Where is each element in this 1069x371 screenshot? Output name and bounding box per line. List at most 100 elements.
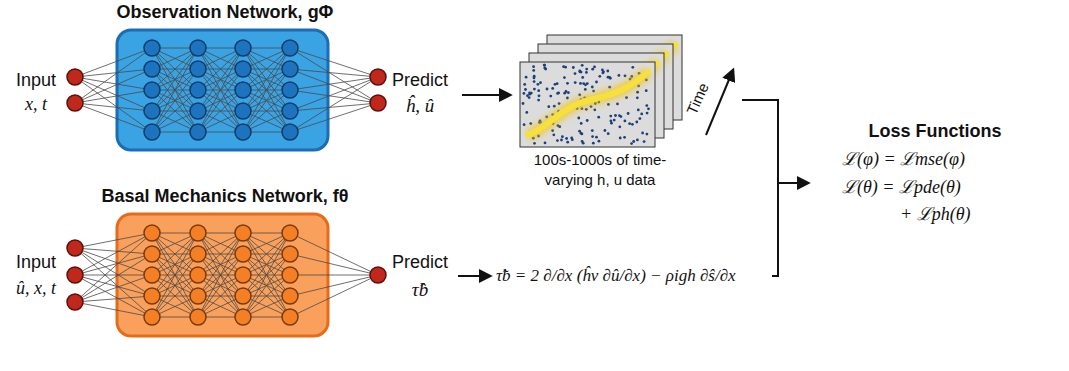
- data-dot: [586, 119, 589, 122]
- net-link: [290, 69, 378, 77]
- net-link: [243, 48, 290, 111]
- net-link: [152, 233, 198, 296]
- data-dot: [598, 140, 601, 143]
- data-dot: [580, 122, 583, 125]
- data-dot: [579, 70, 582, 73]
- data-dot: [537, 89, 540, 92]
- data-dot: [647, 107, 650, 110]
- data-dot: [533, 80, 536, 83]
- data-dot: [585, 68, 588, 71]
- neuron: [370, 95, 386, 111]
- neuron: [67, 240, 83, 256]
- neuron: [282, 246, 298, 262]
- data-dot: [543, 64, 546, 67]
- data-dot: [523, 92, 526, 95]
- glacier-band: [528, 72, 648, 135]
- data-dot: [528, 91, 531, 94]
- data-dot: [592, 142, 595, 145]
- neuron: [235, 40, 251, 56]
- data-dot: [525, 76, 528, 79]
- neuron: [67, 69, 83, 85]
- neuron: [190, 246, 206, 262]
- neuron: [190, 309, 206, 325]
- neuron: [144, 225, 160, 241]
- math-label: ℒ(φ) = ℒmse(φ): [842, 146, 965, 170]
- data-dot: [538, 94, 541, 97]
- net-link: [290, 77, 378, 90]
- data-dot: [618, 74, 621, 77]
- data-dot: [537, 83, 540, 86]
- neuron: [235, 82, 251, 98]
- data-dot: [610, 120, 613, 123]
- data-dot: [570, 137, 573, 140]
- data-dot: [556, 139, 559, 142]
- data-dot: [582, 142, 585, 145]
- net-link: [198, 233, 243, 296]
- neuron: [67, 95, 83, 111]
- data-dot: [566, 97, 569, 100]
- net-link: [290, 90, 378, 103]
- data-dot: [591, 135, 594, 138]
- data-dot: [591, 129, 594, 132]
- neuron: [144, 267, 160, 283]
- glacier-core: [528, 72, 648, 135]
- data-dot: [618, 125, 621, 128]
- net-link: [75, 275, 152, 276]
- data-dot: [526, 94, 529, 97]
- neuron: [235, 103, 251, 119]
- data-dot: [563, 76, 566, 79]
- neuron: [144, 82, 160, 98]
- data-dot: [543, 67, 546, 70]
- net-link: [243, 254, 290, 317]
- net-link: [198, 233, 243, 296]
- data-dot: [565, 90, 568, 93]
- net-link: [75, 275, 152, 317]
- net-link: [75, 254, 152, 275]
- observation-box: [117, 30, 328, 150]
- net-link: [290, 77, 378, 132]
- net-link: [290, 233, 378, 275]
- math-label: τ̂b: [412, 279, 428, 301]
- net-link: [290, 103, 378, 132]
- neuron: [282, 124, 298, 140]
- neural-nets: [67, 40, 386, 325]
- data-dot: [618, 114, 621, 117]
- net-link: [152, 233, 198, 296]
- net-link: [290, 48, 378, 77]
- data-dot: [607, 132, 610, 135]
- data-dot: [557, 124, 560, 127]
- net-link: [152, 254, 198, 317]
- data-dot: [625, 96, 628, 99]
- neuron: [235, 225, 251, 241]
- neuron: [235, 124, 251, 140]
- net-link: [75, 103, 152, 132]
- data-dot: [628, 122, 631, 125]
- net-link: [75, 248, 152, 254]
- data-dot: [637, 109, 640, 112]
- data-dot: [564, 66, 567, 69]
- data-dot: [585, 108, 588, 111]
- data-dot: [627, 112, 630, 115]
- text-label: Input: [16, 252, 56, 273]
- data-dot: [581, 64, 584, 67]
- neuron: [282, 82, 298, 98]
- data-dot: [523, 123, 526, 126]
- data-dot: [566, 141, 569, 144]
- data-dot: [631, 66, 634, 69]
- neuron: [190, 82, 206, 98]
- data-dot: [556, 92, 559, 95]
- data-dot: [544, 68, 547, 71]
- data-dot: [598, 75, 601, 78]
- data-dot: [636, 139, 639, 142]
- math-label: τ̃b = 2 ∂/∂x (ĥν ∂û/∂x) − ρigh ∂ŝ/∂x: [496, 266, 736, 286]
- data-dot: [641, 132, 644, 135]
- neuron: [282, 40, 298, 56]
- data-dot: [533, 142, 536, 145]
- data-dot: [602, 72, 605, 75]
- net-link: [243, 233, 290, 296]
- data-dot: [595, 136, 598, 139]
- data-dot: [567, 91, 570, 94]
- data-dot: [636, 91, 639, 94]
- data-dot: [543, 64, 546, 67]
- data-dot: [613, 119, 616, 122]
